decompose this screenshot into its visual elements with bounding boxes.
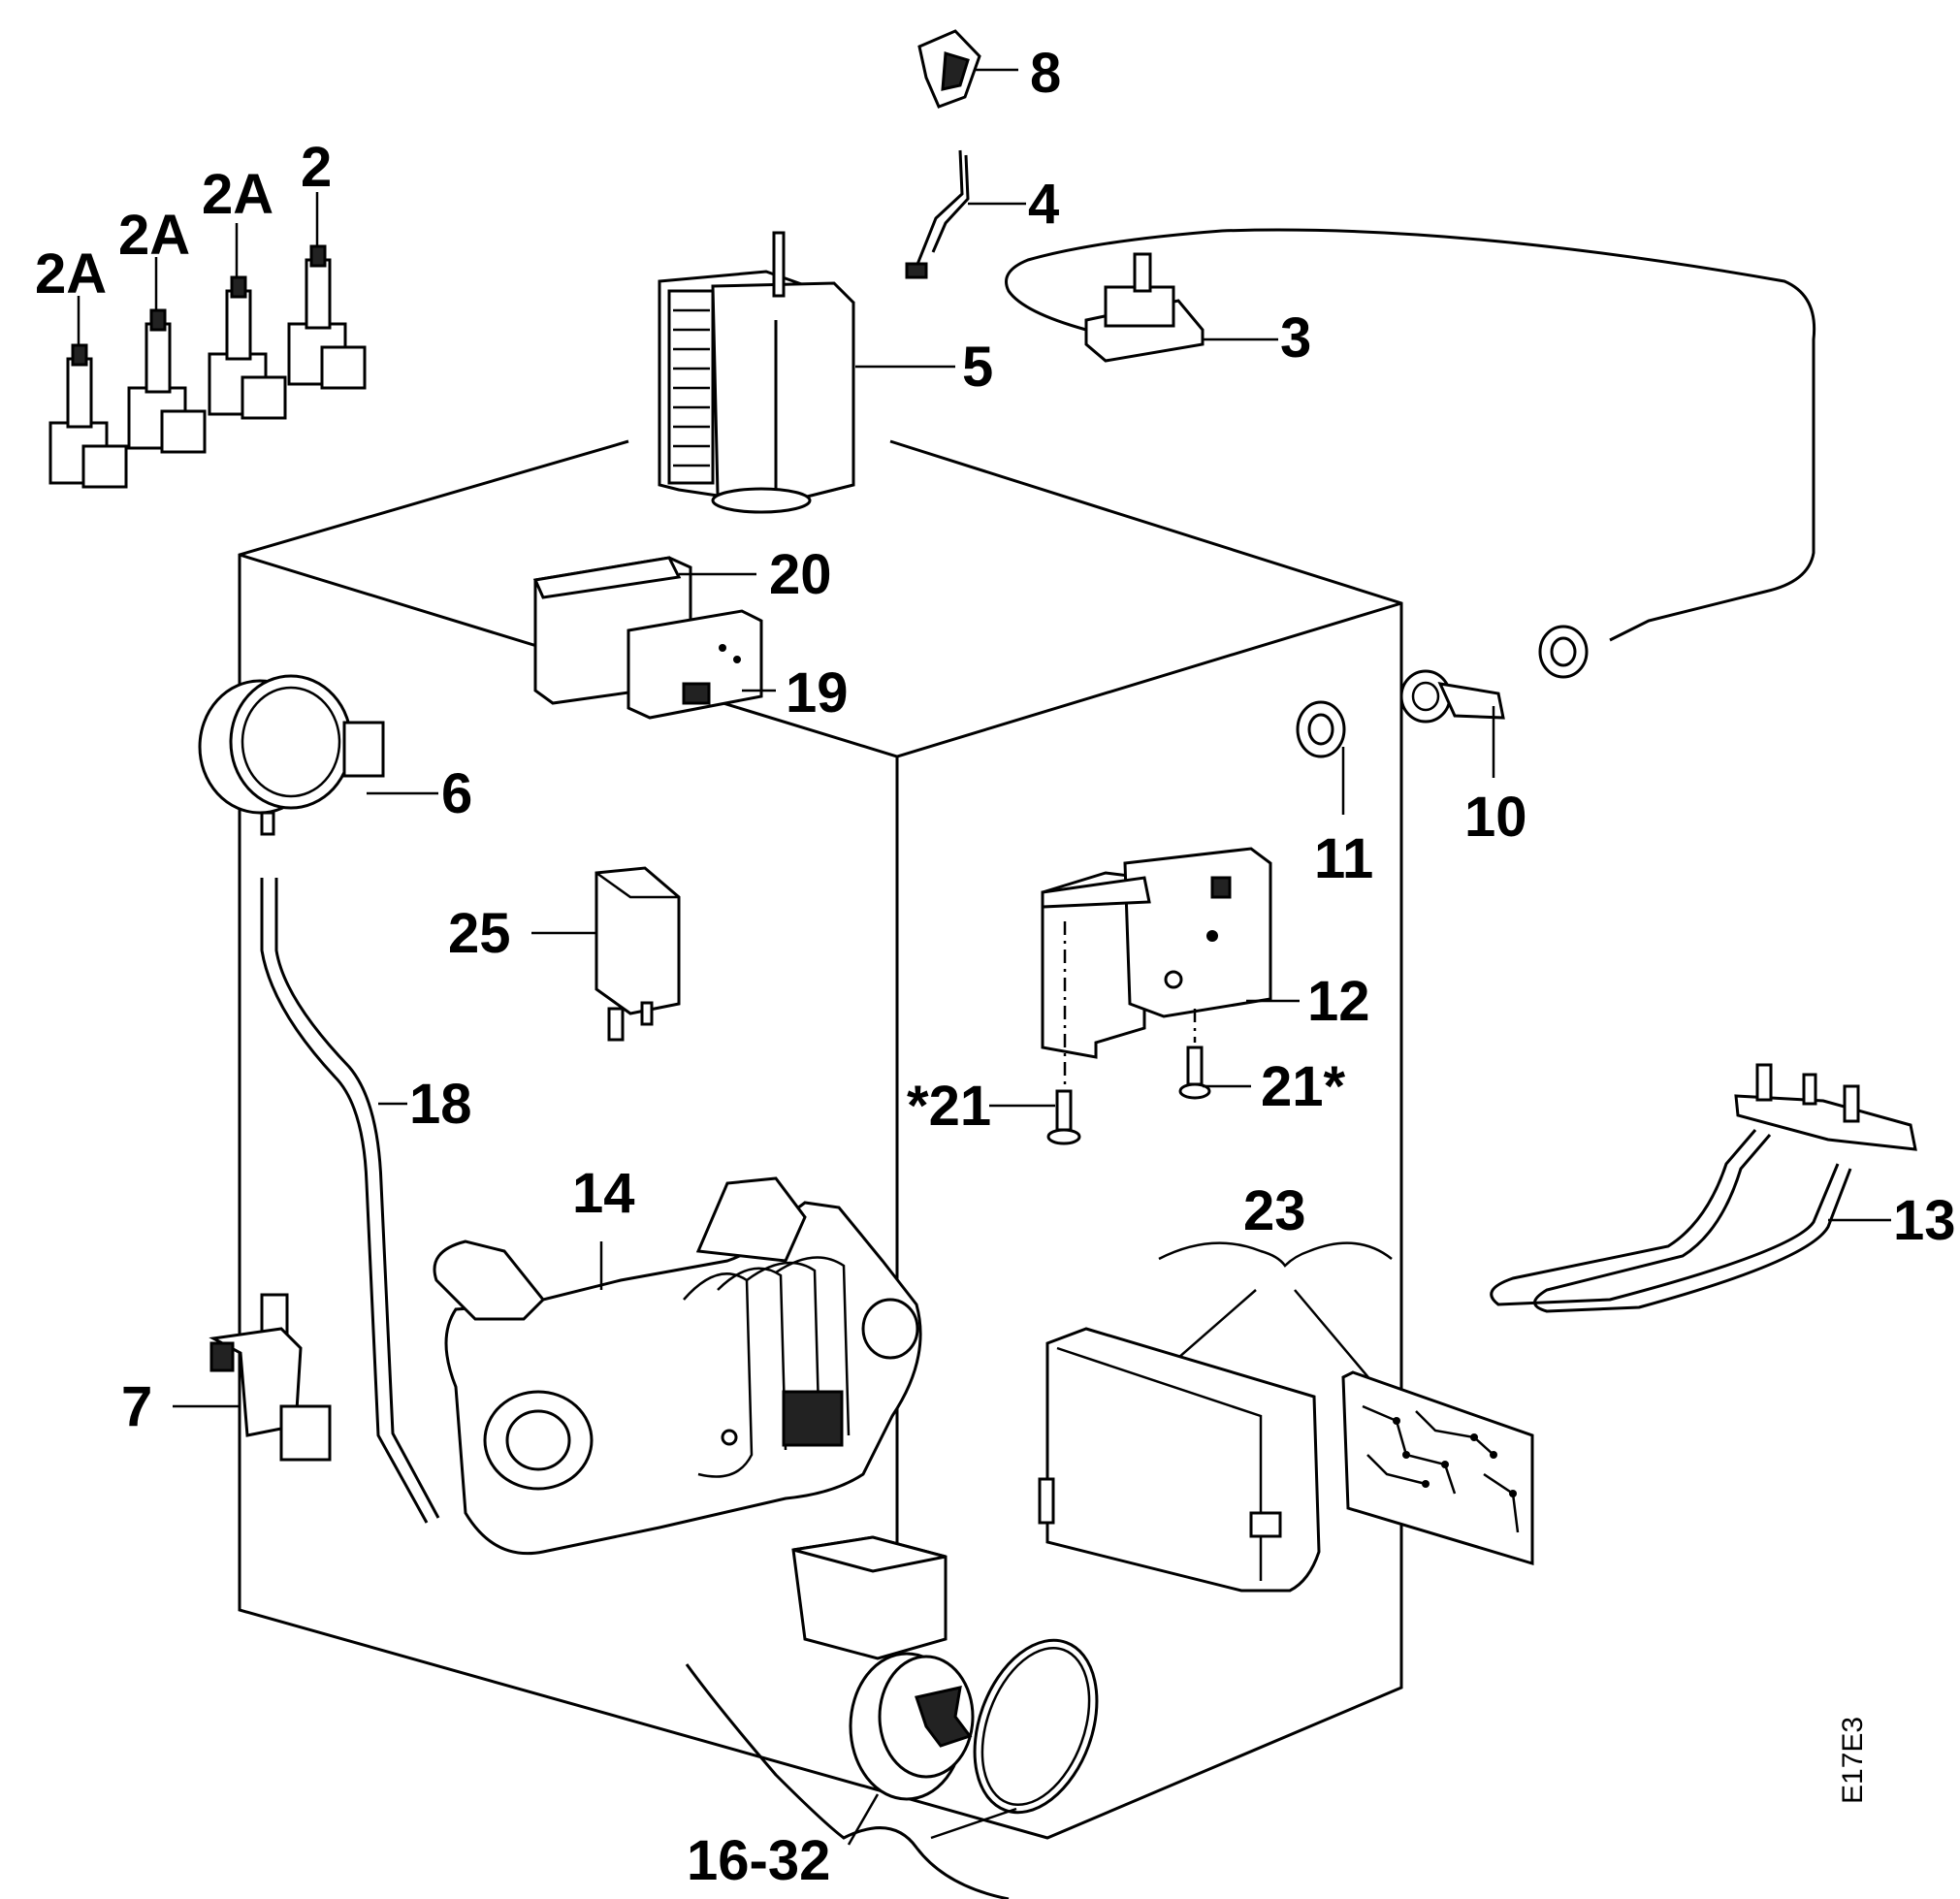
motor-part-14 xyxy=(433,1176,922,1556)
part-labels: 2A 2A 2A 2 8 4 5 3 20 19 6 25 18 7 14 11… xyxy=(35,42,1956,1892)
programme-timer-part-5 xyxy=(658,231,855,514)
door-interlock-part-12 xyxy=(1041,847,1272,1059)
label-4: 4 xyxy=(1028,173,1059,236)
label-2a-1: 2A xyxy=(35,242,107,306)
label-16-32: 16-32 xyxy=(687,1829,830,1892)
label-20: 20 xyxy=(769,543,832,606)
label-8: 8 xyxy=(1030,42,1061,105)
electronic-module-part-23 xyxy=(1038,1241,1393,1593)
label-7: 7 xyxy=(121,1375,152,1438)
thermostat-part-3 xyxy=(1005,228,1816,679)
cabinet-outline xyxy=(238,439,1403,1840)
wire-connector-part-4 xyxy=(905,149,970,279)
label-5: 5 xyxy=(962,336,993,399)
label-18: 18 xyxy=(409,1073,472,1136)
push-button-switch-2 xyxy=(287,244,367,390)
label-2: 2 xyxy=(301,136,332,199)
heating-element-part-13 xyxy=(1490,1063,1917,1313)
lamp-holder-part-11 xyxy=(1296,700,1346,758)
drawing-code: E17E3 xyxy=(1837,1717,1869,1804)
push-button-switch-2a-3 xyxy=(208,275,287,420)
relay-board-part-19 xyxy=(627,609,763,720)
selector-switch-part-6 xyxy=(198,674,385,836)
label-14: 14 xyxy=(572,1162,635,1225)
push-button-switch-2a-2 xyxy=(127,308,207,454)
drain-pump-part-16-32 xyxy=(685,1535,1099,1899)
thermostat-part-10 xyxy=(1399,669,1505,724)
screw-part-21-right xyxy=(1178,1009,1211,1100)
label-23: 23 xyxy=(1243,1179,1306,1242)
label-2a-3: 2A xyxy=(202,163,273,226)
circuit-board-part-23 xyxy=(1341,1370,1534,1566)
capacitor-part-25 xyxy=(594,866,681,1042)
screw-part-21-left xyxy=(1046,921,1081,1145)
label-21-left: *21 xyxy=(907,1075,991,1138)
label-19: 19 xyxy=(786,661,849,724)
label-10: 10 xyxy=(1464,786,1527,849)
push-button-switch-2a-1 xyxy=(48,343,128,489)
label-3: 3 xyxy=(1280,306,1311,370)
label-2a-2: 2A xyxy=(118,204,190,267)
hose-part-18 xyxy=(260,878,440,1524)
label-25: 25 xyxy=(448,902,511,965)
label-6: 6 xyxy=(441,762,472,825)
label-21-right: 21* xyxy=(1261,1055,1346,1118)
label-13: 13 xyxy=(1893,1189,1956,1252)
indicator-lamp-part-8 xyxy=(917,29,981,109)
label-12: 12 xyxy=(1307,970,1370,1033)
inlet-valve-part-7 xyxy=(209,1293,332,1462)
label-11: 11 xyxy=(1314,827,1373,890)
